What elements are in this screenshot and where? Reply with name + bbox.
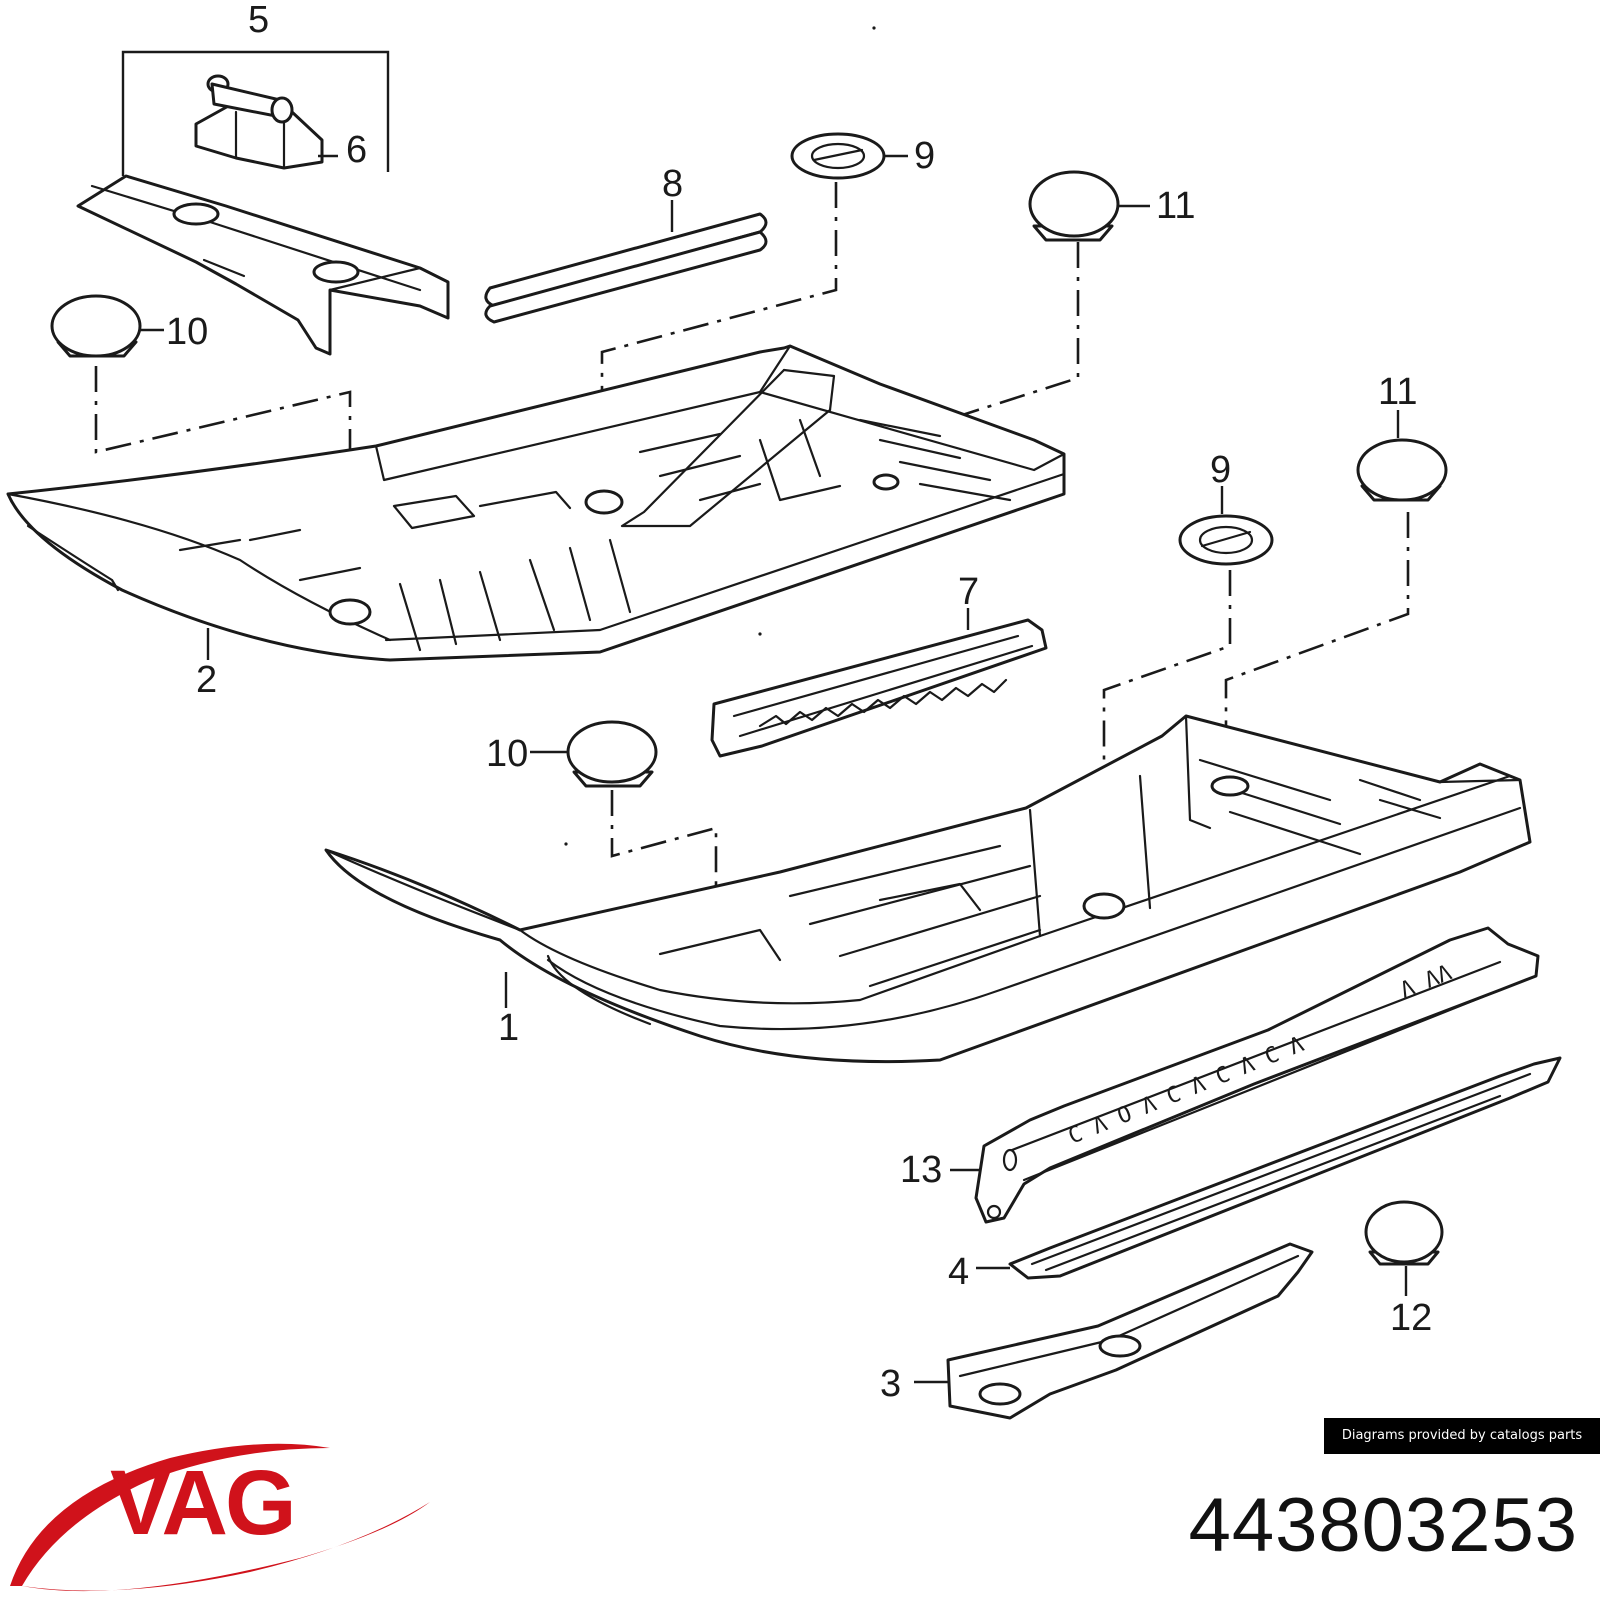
credit-badge: Diagrams provided by catalogs parts [1324, 1418, 1600, 1454]
part-6-hinge [194, 74, 338, 170]
part-2-floor-pan [6, 344, 1066, 662]
part-5-support-bracket [76, 50, 450, 356]
callout-1: 1 [498, 1007, 519, 1049]
callout-8: 8 [662, 163, 683, 205]
callout-5: 5 [248, 0, 269, 41]
part-3-bracket [914, 1242, 1314, 1420]
callout-6: 6 [346, 129, 367, 171]
callout-10-lower: 10 [486, 733, 528, 775]
part-11-plug-upper [1028, 170, 1150, 242]
part-9-grommet-lower [1178, 486, 1274, 566]
callout-3: 3 [880, 1363, 901, 1405]
logo-wordmark: VAG [110, 1452, 294, 1554]
part-12-plug [1364, 1200, 1444, 1296]
callout-9-upper: 9 [914, 135, 935, 177]
callout-11-upper: 11 [1156, 185, 1195, 227]
logo-swoosh [10, 1443, 330, 1586]
callout-11-lower: 11 [1378, 371, 1417, 413]
part-10-plug-upper [50, 294, 164, 358]
callout-labels: 5 6 8 9 11 10 2 11 9 7 10 1 13 4 12 3 [166, 0, 1432, 1405]
callout-12: 12 [1390, 1297, 1432, 1339]
part-4-sill-strip [976, 1056, 1562, 1280]
part-7-toothed-strip [710, 608, 1048, 758]
callout-7: 7 [958, 571, 979, 613]
part-1-floor-pan [324, 714, 1532, 1064]
part-8-seal-strip [484, 200, 768, 324]
part-10-plug-lower [530, 720, 658, 788]
part-11-plug-lower [1356, 410, 1448, 502]
callout-2: 2 [196, 659, 217, 701]
brand-logo: VAG [10, 1443, 430, 1592]
callout-13: 13 [900, 1149, 942, 1191]
callout-9-lower: 9 [1210, 449, 1231, 491]
part-9-grommet-upper [790, 132, 908, 180]
callout-10-upper: 10 [166, 311, 208, 353]
part-number: 443803253 [1188, 1483, 1578, 1568]
callout-4: 4 [948, 1251, 969, 1293]
